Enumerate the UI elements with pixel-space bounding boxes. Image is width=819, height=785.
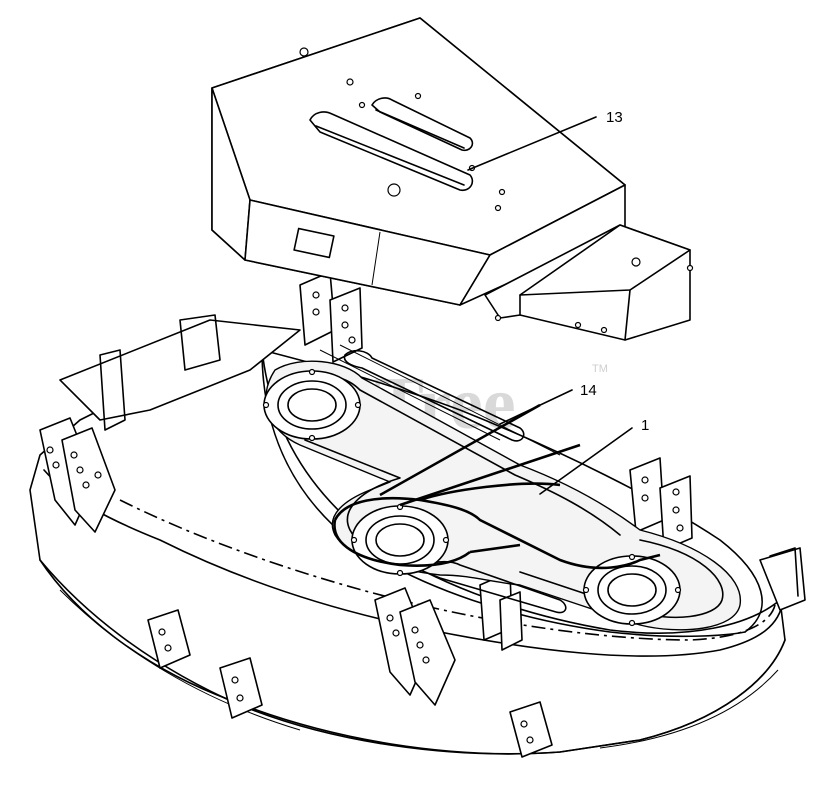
deck-mount-brackets [39, 271, 693, 758]
callout-14: 14 [580, 382, 597, 399]
callout-1: 1 [641, 417, 649, 434]
leader-line-1 [539, 427, 633, 495]
belt-cover-assembly [211, 17, 694, 341]
callout-13: 13 [606, 109, 623, 126]
leader-line-14 [499, 389, 573, 425]
watermark-trademark: TM [592, 363, 608, 375]
spindle-pulleys [262, 368, 682, 627]
mower-deck-housing [29, 314, 806, 755]
leader-line-13 [467, 116, 597, 171]
callouts: 13 14 1 [467, 109, 649, 495]
drive-belt [333, 403, 661, 570]
